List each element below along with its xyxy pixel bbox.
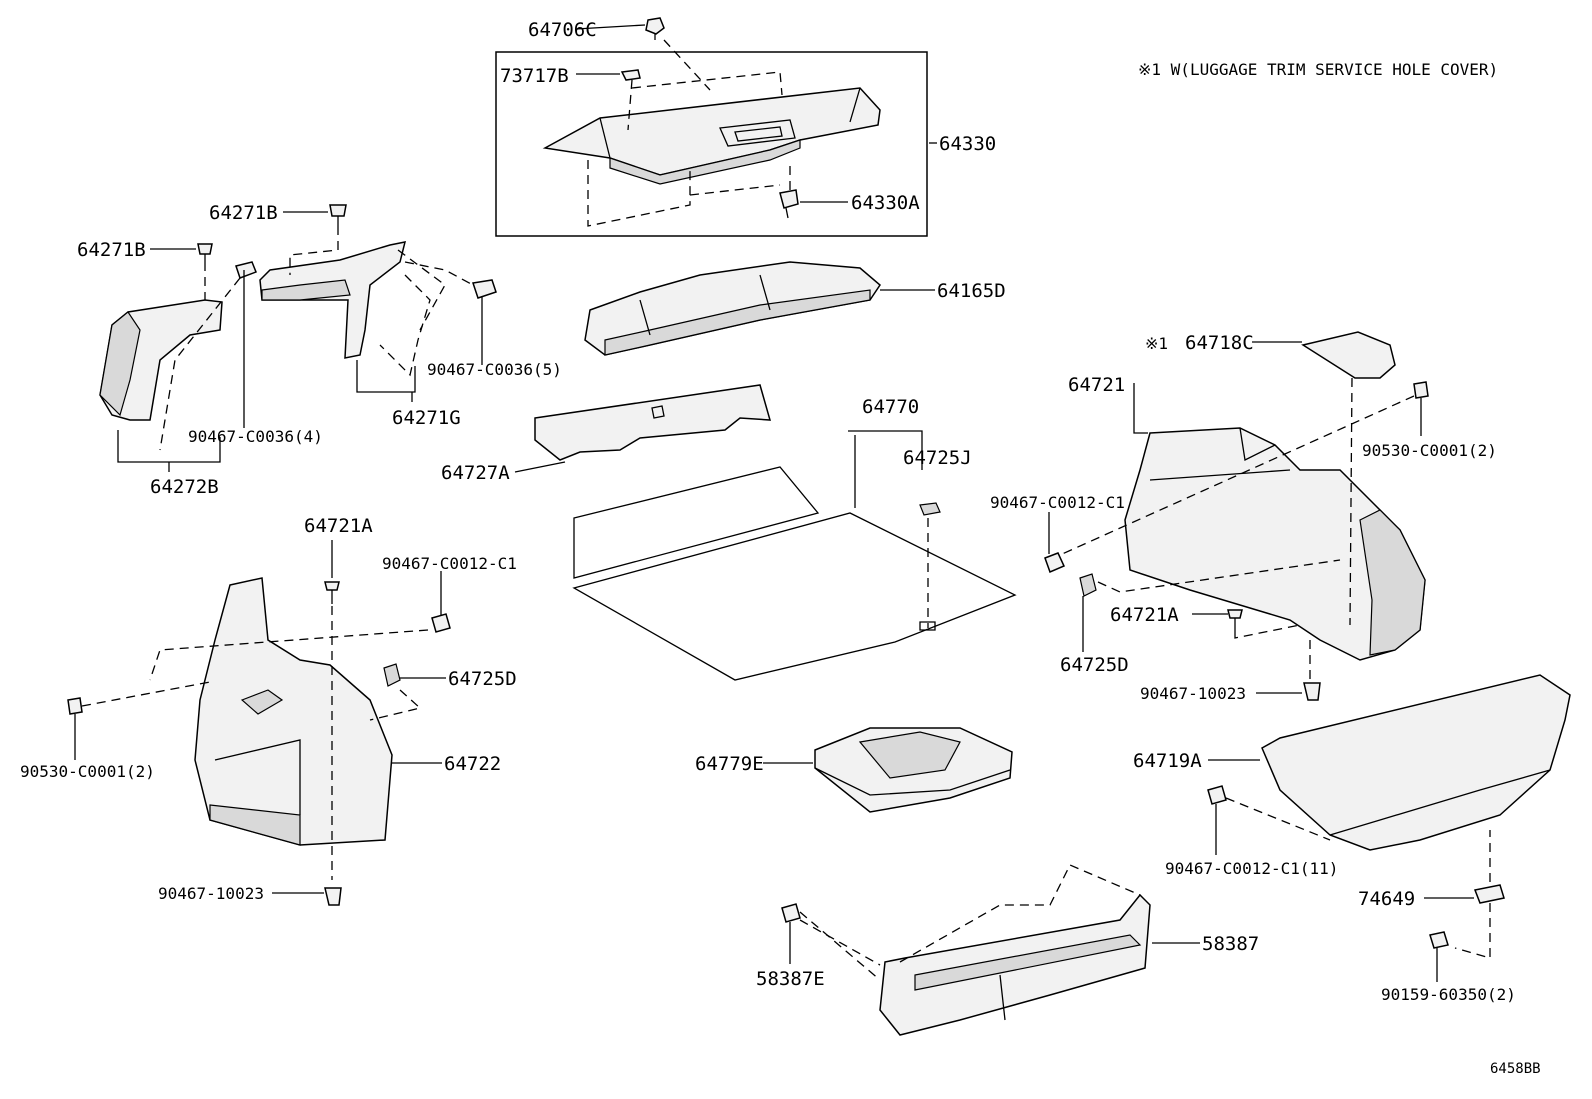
label-64770: 64770	[862, 396, 919, 418]
clip-90467-C0012-C1-left[interactable]	[431, 613, 451, 633]
clip-90467-10023-right[interactable]	[1303, 682, 1321, 701]
diagram-code: 6458BB	[1490, 1061, 1541, 1077]
label-90467-C0012-C1-right: 90467-C0012-C1	[990, 493, 1125, 512]
clip-58387E[interactable]	[781, 903, 801, 923]
clip-64330A[interactable]	[779, 189, 799, 219]
label-64725D-right: 64725D	[1060, 654, 1129, 676]
panel-64165D[interactable]	[584, 261, 881, 356]
label-64721A-left: 64721A	[304, 515, 373, 537]
label-64718C: 64718C	[1185, 332, 1254, 354]
pillar-trim-64271G[interactable]	[259, 241, 407, 359]
label-90467-C0036-4: 90467-C0036(4)	[188, 427, 323, 446]
side-trim-64722[interactable]	[194, 577, 393, 846]
label-64271B-left: 64271B	[77, 239, 146, 261]
cover-64718C[interactable]	[1301, 331, 1396, 379]
label-90467-C0012-C1-11: 90467-C0012-C1(11)	[1165, 859, 1338, 878]
note-text: ※1 W(LUGGAGE TRIM SERVICE HOLE COVER)	[1138, 60, 1498, 79]
clip-64271B-left[interactable]	[197, 243, 213, 262]
label-64271G: 64271G	[392, 407, 461, 429]
floor-mat-64770[interactable]	[572, 466, 1017, 681]
label-58387E: 58387E	[756, 968, 825, 990]
label-64719A: 64719A	[1133, 750, 1202, 772]
bolt-90159-60350[interactable]	[1429, 931, 1449, 949]
clip-64706C[interactable]	[645, 17, 665, 40]
label-90530-C0001-right: 90530-C0001(2)	[1362, 441, 1497, 460]
screw-64721A-left[interactable]	[324, 581, 340, 604]
clip-90467-C0036-4[interactable]	[235, 261, 257, 279]
label-64718C-mark: ※1	[1145, 334, 1168, 353]
label-64779E: 64779E	[695, 753, 764, 775]
cover-90530-C0001-left[interactable]	[67, 697, 83, 715]
label-90530-C0001-left: 90530-C0001(2)	[20, 762, 155, 781]
label-90467-C0012-C1-left: 90467-C0012-C1	[382, 554, 517, 573]
label-64725J: 64725J	[903, 447, 972, 469]
tray-group-box	[495, 51, 928, 237]
label-64722: 64722	[444, 753, 501, 775]
label-73717B: 73717B	[500, 65, 569, 87]
trim-64727A[interactable]	[534, 384, 772, 461]
tray-64779E[interactable]	[814, 727, 1013, 813]
label-64271B-right: 64271B	[209, 202, 278, 224]
clip-90467-C0036-5[interactable]	[472, 279, 497, 299]
deck-trim-64719A[interactable]	[1261, 674, 1571, 851]
label-90467-10023-right: 90467-10023	[1140, 684, 1246, 703]
label-64706C: 64706C	[528, 19, 597, 41]
label-90467-10023-left: 90467-10023	[158, 884, 264, 903]
label-64727A: 64727A	[441, 462, 510, 484]
hook-64725J[interactable]	[919, 502, 941, 516]
label-58387: 58387	[1202, 933, 1259, 955]
label-90159-60350: 90159-60350(2)	[1381, 985, 1516, 1004]
hook-64725D-right[interactable]	[1079, 573, 1097, 597]
label-64725D-left: 64725D	[448, 668, 517, 690]
clip-73717B[interactable]	[620, 69, 641, 81]
hook-64725D-left[interactable]	[383, 663, 401, 687]
cover-90530-C0001-right[interactable]	[1413, 381, 1429, 399]
side-trim-64272B[interactable]	[99, 299, 223, 421]
screw-64721A-right[interactable]	[1227, 609, 1243, 632]
clip-90467-C0012-C1-11[interactable]	[1207, 785, 1227, 805]
label-64721: 64721	[1068, 374, 1125, 396]
label-74649: 74649	[1358, 888, 1415, 910]
sill-plate-58387[interactable]	[879, 893, 1151, 1036]
side-trim-64721[interactable]	[1124, 427, 1426, 661]
striker-74649[interactable]	[1473, 884, 1505, 904]
label-64165D: 64165D	[937, 280, 1006, 302]
clip-90467-10023-left[interactable]	[324, 887, 342, 906]
package-tray-trim-64330[interactable]	[542, 87, 881, 185]
label-64330: 64330	[939, 133, 996, 155]
label-90467-C0036-5: 90467-C0036(5)	[427, 360, 562, 379]
clip-90467-C0012-C1-right[interactable]	[1044, 552, 1066, 574]
clip-64271B-right[interactable]	[329, 204, 347, 226]
label-64330A: 64330A	[851, 192, 920, 214]
label-64721A-right: 64721A	[1110, 604, 1179, 626]
label-64272B: 64272B	[150, 476, 219, 498]
